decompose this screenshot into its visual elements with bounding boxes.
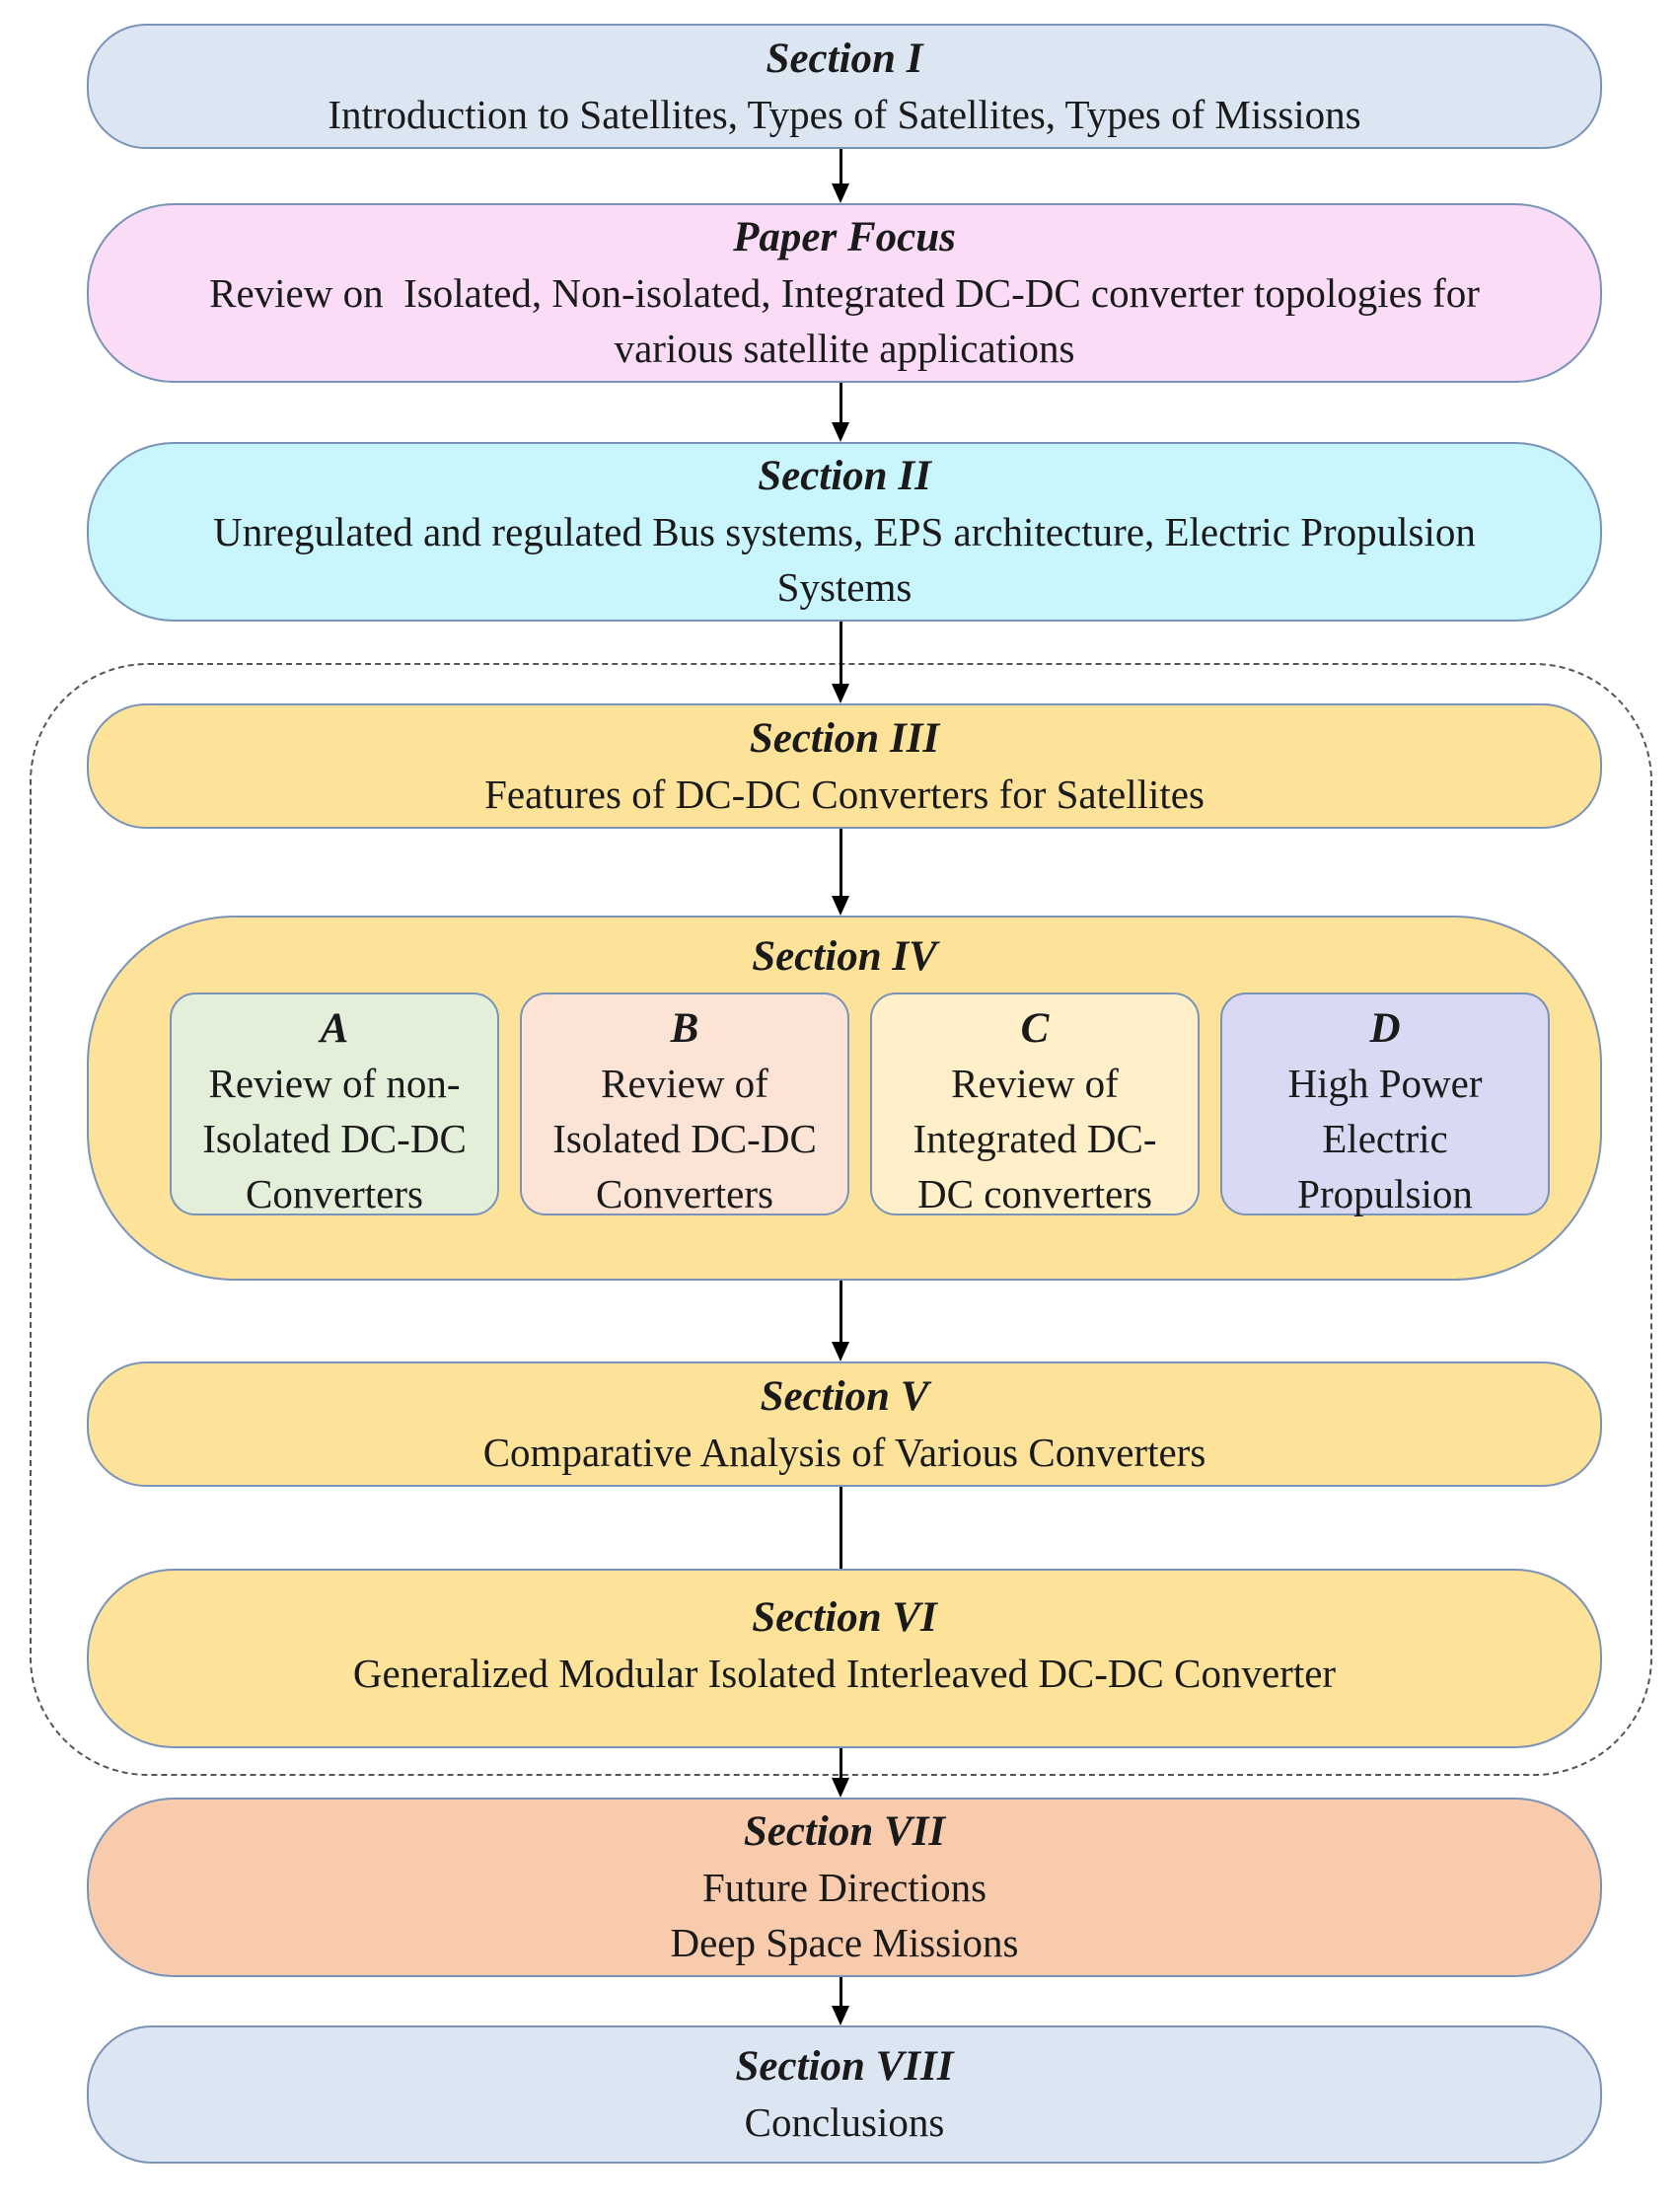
- connector-8-shaft: [840, 1977, 842, 2007]
- subsection-b-box: B Review of Isolated DC-DC Converters: [520, 993, 849, 1216]
- connector-5-arrowhead: [832, 1342, 849, 1361]
- connector-2-shaft: [840, 383, 842, 423]
- section-6-box: Section VI Generalized Modular Isolated …: [87, 1569, 1602, 1748]
- subsection-d-line-3: Propulsion: [1297, 1171, 1473, 1216]
- subsection-a-box: A Review of non- Isolated DC-DC Converte…: [170, 993, 499, 1216]
- section-8-box: Section VIII Conclusions: [87, 2025, 1602, 2164]
- subsection-a-line-3: Converters: [246, 1171, 423, 1216]
- section-5-title: Section V: [760, 1372, 929, 1420]
- subsection-b-line-1: Review of: [601, 1061, 768, 1106]
- subsection-d-title: D: [1369, 1005, 1401, 1052]
- subsection-c-title: C: [1020, 1005, 1050, 1052]
- subsection-d-box: D High Power Electric Propulsion: [1220, 993, 1550, 1216]
- connector-4-arrowhead: [832, 896, 849, 916]
- connector-7-arrowhead: [832, 1778, 849, 1798]
- section-7-line-1: Future Directions: [701, 1865, 987, 1910]
- subsection-b-title: B: [670, 1005, 699, 1052]
- connector-3-shaft: [840, 622, 842, 685]
- section-7-title: Section VII: [743, 1808, 946, 1855]
- subsection-b-line-3: Converters: [596, 1171, 773, 1216]
- section-5-box: Section V Comparative Analysis of Variou…: [87, 1361, 1602, 1487]
- subsection-c-line-1: Review of: [951, 1061, 1119, 1106]
- subsection-b-line-2: Isolated DC-DC: [552, 1116, 817, 1161]
- section-2-title: Section II: [758, 453, 931, 499]
- connector-6-line: [840, 1487, 842, 1569]
- subsection-a-line-1: Review of non-: [208, 1061, 461, 1106]
- subsection-a-line-2: Isolated DC-DC: [202, 1116, 467, 1161]
- paper-focus-line-1: Review on Isolated, Non-isolated, Integr…: [209, 270, 1480, 316]
- section-8-title: Section VIII: [735, 2043, 954, 2090]
- paper-focus-box: Paper Focus Review on Isolated, Non-isol…: [87, 203, 1602, 383]
- section-8-line-1: Conclusions: [744, 2099, 945, 2145]
- connector-3-arrowhead: [832, 684, 849, 703]
- subsection-d-line-2: Electric: [1322, 1116, 1448, 1161]
- paper-focus-title: Paper Focus: [733, 214, 956, 260]
- section-2-box: Section II Unregulated and regulated Bus…: [87, 442, 1602, 622]
- section-7-line-2: Deep Space Missions: [670, 1920, 1019, 1965]
- section-7-box: Section VII Future Directions Deep Space…: [87, 1798, 1602, 1977]
- section-6-line-1: Generalized Modular Isolated Interleaved…: [352, 1651, 1337, 1696]
- connector-4-shaft: [840, 829, 842, 897]
- section-3-title: Section III: [749, 714, 940, 762]
- section-1-line-1: Introduction to Satellites, Types of Sat…: [328, 91, 1361, 137]
- section-3-line-1: Features of DC-DC Converters for Satelli…: [484, 771, 1205, 817]
- section-2-line-2: Systems: [776, 564, 913, 610]
- subsection-c-line-3: DC converters: [917, 1171, 1152, 1216]
- section-4-title: Section IV: [752, 933, 937, 980]
- section-5-line-1: Comparative Analysis of Various Converte…: [482, 1429, 1206, 1475]
- section-1-title: Section I: [766, 35, 923, 82]
- connector-2-arrowhead: [832, 422, 849, 442]
- connector-5-shaft: [840, 1281, 842, 1343]
- paper-focus-line-2: various satellite applications: [614, 326, 1075, 371]
- connector-7-shaft: [840, 1748, 842, 1779]
- subsection-d-line-1: High Power: [1287, 1061, 1483, 1106]
- subsection-c-line-2: Integrated DC-: [913, 1116, 1157, 1161]
- section-2-line-1: Unregulated and regulated Bus systems, E…: [213, 509, 1476, 554]
- section-6-title: Section VI: [752, 1594, 937, 1641]
- connector-8-arrowhead: [832, 2006, 849, 2025]
- connector-1-arrowhead: [832, 184, 849, 203]
- subsection-c-box: C Review of Integrated DC- DC converters: [870, 993, 1200, 1216]
- section-3-box: Section III Features of DC-DC Converters…: [87, 703, 1602, 829]
- section-1-box: Section I Introduction to Satellites, Ty…: [87, 24, 1602, 149]
- connector-1-shaft: [840, 149, 842, 184]
- subsection-a-title: A: [320, 1005, 349, 1052]
